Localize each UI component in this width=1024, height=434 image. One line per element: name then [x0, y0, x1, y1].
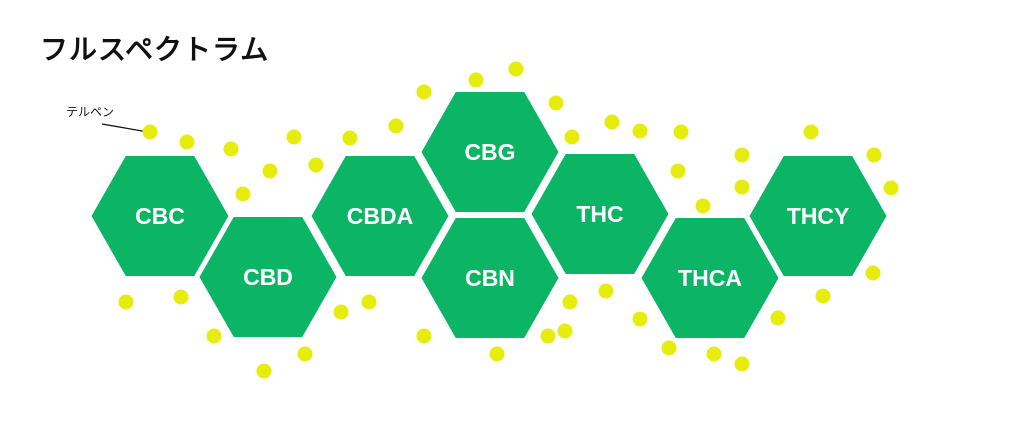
terpene-dot: [734, 179, 750, 195]
terpene-dot: [235, 186, 251, 202]
terpene-dot: [361, 294, 377, 310]
terpene-dot: [632, 311, 648, 327]
hexagon-label-cbn: CBN: [465, 265, 515, 291]
terpene-dot: [562, 294, 578, 310]
hexagon-label-cbc: CBC: [135, 203, 185, 229]
terpene-dot: [262, 163, 278, 179]
terpene-dot: [388, 118, 404, 134]
hexagon-shape-cbda: [311, 156, 449, 276]
hexagon-cbn: CBN: [421, 218, 559, 338]
terpene-dot: [883, 180, 899, 196]
hexagon-label-cbd: CBD: [243, 264, 293, 290]
terpene-dot: [803, 124, 819, 140]
terpene-dot: [661, 340, 677, 356]
hexagon-cbda: CBDA: [311, 156, 449, 276]
hexagon-cbg: CBG: [421, 92, 559, 212]
terpene-dot: [734, 147, 750, 163]
terpene-dot: [223, 141, 239, 157]
terpene-dot: [468, 72, 484, 88]
terpene-dot: [564, 129, 580, 145]
hexagon-label-thca: THCA: [678, 265, 742, 291]
hexagon-label-thc: THC: [576, 201, 623, 227]
terpene-dot: [206, 328, 222, 344]
hexagon-shape-thca: [641, 218, 779, 338]
hexagon-label-cbg: CBG: [464, 139, 515, 165]
terpene-dot: [557, 323, 573, 339]
hexagon-thc: THC: [531, 154, 669, 274]
terpene-dot: [142, 124, 158, 140]
page-title: フルスペクトラム: [40, 33, 270, 66]
terpene-dot: [118, 294, 134, 310]
terpene-dot: [286, 129, 302, 145]
terpene-dot: [598, 283, 614, 299]
terpene-dot: [670, 163, 686, 179]
terpene-dot: [416, 328, 432, 344]
terpene-dot: [540, 328, 556, 344]
terpene-dot: [297, 346, 313, 362]
terpene-dot: [548, 95, 564, 111]
hexagon-thca: THCA: [641, 218, 779, 338]
hexagon-label-cbda: CBDA: [347, 203, 413, 229]
terpene-dot: [173, 289, 189, 305]
hexagon-cbd: CBD: [199, 217, 337, 337]
hexagon-shape-cbn: [421, 218, 559, 338]
hexagon-shape-cbd: [199, 217, 337, 337]
terpene-dot: [770, 310, 786, 326]
terpene-dot: [308, 157, 324, 173]
terpene-dot: [489, 346, 505, 362]
terpene-dot: [866, 147, 882, 163]
terpene-dot: [256, 363, 272, 379]
terpene-dot: [416, 84, 432, 100]
terpene-dot: [333, 304, 349, 320]
cannabinoid-hexagons: CBC CBD CBDA CBG CBN THC THCA THCY: [91, 92, 887, 338]
terpene-label: テルペン: [66, 105, 115, 119]
hexagon-label-thcy: THCY: [787, 203, 850, 229]
hexagon-shape-cbg: [421, 92, 559, 212]
hexagon-cbc: CBC: [91, 156, 229, 276]
hexagon-thcy: THCY: [749, 156, 887, 276]
terpene-dot: [673, 124, 689, 140]
terpene-dot: [695, 198, 711, 214]
terpene-dot: [734, 356, 750, 372]
terpene-dot: [179, 134, 195, 150]
hexagon-shape-thcy: [749, 156, 887, 276]
terpene-dot: [815, 288, 831, 304]
terpene-dot: [342, 130, 358, 146]
terpene-dot: [632, 123, 648, 139]
hexagon-shape-cbc: [91, 156, 229, 276]
hexagon-shape-thc: [531, 154, 669, 274]
terpene-dot: [865, 265, 881, 281]
terpene-dot: [508, 61, 524, 77]
terpene-pointer-line: [101, 123, 149, 133]
terpene-dots: [118, 61, 899, 379]
terpene-dot: [604, 114, 620, 130]
terpene-dot: [706, 346, 722, 362]
